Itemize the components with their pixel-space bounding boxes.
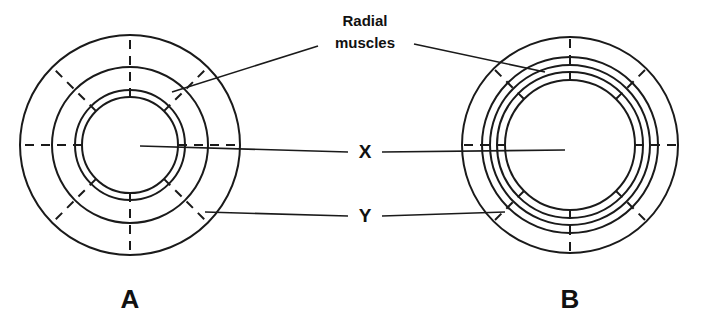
leader-line xyxy=(382,150,565,152)
part-label: Radial muscles xyxy=(319,10,411,54)
iris-outline xyxy=(20,35,240,255)
pupil-outline xyxy=(82,97,178,193)
leader-line xyxy=(172,46,318,92)
part-letter: Y xyxy=(350,205,380,228)
iris-b xyxy=(462,37,678,253)
figure-letter: A xyxy=(110,284,150,315)
radial-muscles xyxy=(20,35,240,255)
circular-muscle-ring xyxy=(490,65,650,225)
leader-line xyxy=(205,212,348,216)
pupil-outline xyxy=(505,80,635,210)
iris-ring xyxy=(482,57,658,233)
iris-a xyxy=(20,35,240,255)
figure-letter: B xyxy=(550,284,590,315)
leader-line xyxy=(140,146,348,152)
leader-line xyxy=(382,212,505,216)
radial-muscles xyxy=(462,37,678,253)
leader-lines xyxy=(140,44,565,216)
leader-line xyxy=(414,44,545,72)
iris-outline xyxy=(462,37,678,253)
part-letter: X xyxy=(350,141,380,164)
